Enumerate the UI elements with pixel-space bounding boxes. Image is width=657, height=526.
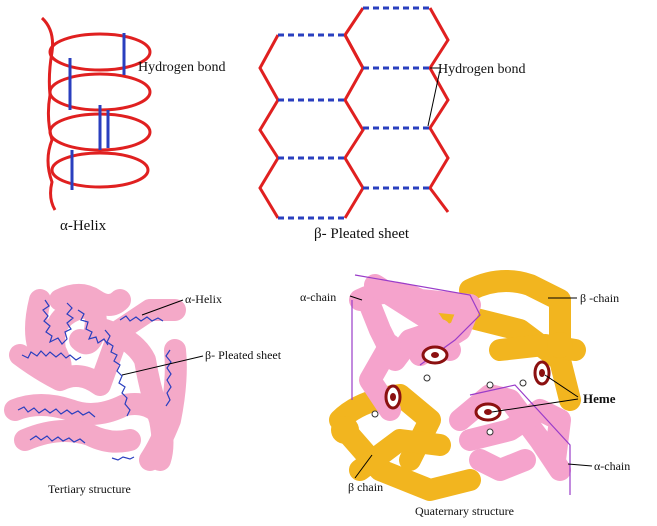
heme-leader <box>491 398 579 413</box>
alpha-chain-ribbon <box>459 399 571 471</box>
beta-chain-ribbon <box>334 419 481 501</box>
helix-turn-4 <box>50 151 150 189</box>
tertiary-helix-label: α-Helix <box>185 292 222 306</box>
alpha-helix-title: α-Helix <box>60 218 107 234</box>
tertiary-ribbon <box>4 393 176 431</box>
alpha-chain-bottom-leader <box>567 463 593 467</box>
tertiary-ribbon <box>9 299 186 396</box>
helix-turn-1 <box>48 32 152 72</box>
tertiary-ribbon <box>14 420 141 453</box>
sheet-hbond-label: Hydrogen bond <box>438 62 526 77</box>
alpha-chain-ribbon <box>364 274 461 361</box>
tertiary-sheet-label: β- Pleated sheet <box>205 348 282 362</box>
pleated-sheet-title: β- Pleated sheet <box>314 226 410 242</box>
linker-atom <box>423 374 431 382</box>
beta-chain-bottom-leader <box>354 454 373 479</box>
linker-atom <box>519 379 527 387</box>
helix-turn-2 <box>48 72 152 112</box>
sheet-strand-left <box>258 34 280 219</box>
heme-group <box>474 402 502 422</box>
helix-hbond-label: Hydrogen bond <box>138 60 226 75</box>
beta-chain-end <box>331 416 359 444</box>
beta-chain-end <box>547 332 573 358</box>
alpha-chain-ribbon <box>469 449 536 481</box>
sheet-strand-middle-upper <box>343 7 365 69</box>
beta-chain-bottom-label: β chain <box>348 480 384 494</box>
tertiary-sheet-leader <box>121 355 204 376</box>
tertiary-structure-figure <box>4 284 204 471</box>
heme-label: Heme <box>583 391 616 406</box>
quaternary-structure-figure <box>329 270 593 501</box>
alpha-chain-outline <box>469 384 571 495</box>
heme-leader <box>544 374 579 398</box>
linker-atom <box>486 428 494 436</box>
quaternary-caption: Quaternary structure <box>415 504 514 518</box>
tertiary-helix-leader <box>141 299 184 316</box>
heme-group <box>533 360 551 386</box>
linker-atom <box>371 410 379 418</box>
alpha-chain-top-label: α-chain <box>300 290 337 304</box>
sheet-strand-right <box>428 7 450 213</box>
alpha-helix-figure <box>40 16 152 211</box>
alpha-chain-top-leader <box>349 295 363 301</box>
tertiary-caption: Tertiary structure <box>48 482 131 496</box>
beta-chain-top-label: β -chain <box>580 291 620 305</box>
pleated-sheet-figure <box>258 6 450 220</box>
beta-chain-ribbon <box>459 270 571 351</box>
alpha-chain-ribbon <box>357 289 451 371</box>
heme-group <box>384 384 402 410</box>
beta-chain-ribbon <box>349 429 451 481</box>
alpha-chain-bottom-label: α-chain <box>594 459 631 473</box>
heme-group <box>421 345 449 365</box>
tertiary-ribbon <box>49 284 131 316</box>
sheet-bond-leader <box>427 69 441 127</box>
linker-atom <box>486 381 494 389</box>
alpha-chain-ribbon <box>359 334 401 421</box>
tertiary-backbone <box>17 299 172 461</box>
